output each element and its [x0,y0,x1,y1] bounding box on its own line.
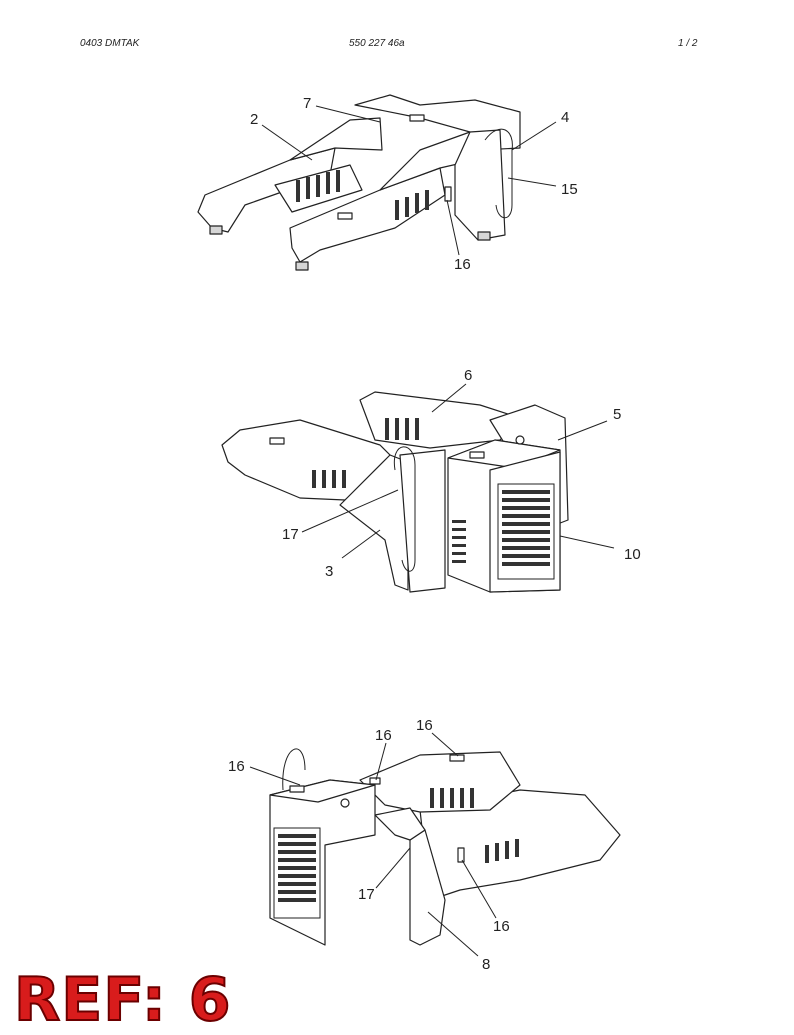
callout-5: 5 [613,406,621,423]
callout-3: 3 [325,563,333,580]
reference-label: REF: 6 [13,965,232,1035]
header-document-code: 0403 DMTAK [80,38,140,49]
view-2-assembly [221,391,569,593]
callout-10: 10 [624,546,641,563]
view-1-assembly [197,94,521,271]
callout-17: 17 [282,526,299,543]
callout-16-center: 16 [375,727,392,744]
header-part-number: 550 227 46a [349,38,405,49]
callout-17: 17 [358,886,375,903]
view-3-assembly [269,748,621,946]
callout-7: 7 [303,95,311,112]
callout-15: 15 [561,181,578,198]
callout-16-left: 16 [228,758,245,775]
callout-2: 2 [250,111,258,128]
callout-16-bottom: 16 [493,918,510,935]
header-page-number: 1 / 2 [678,38,698,49]
callout-16: 16 [454,256,471,273]
callout-8: 8 [482,956,490,973]
callout-6: 6 [464,367,472,384]
callout-16-top: 16 [416,717,433,734]
callout-4: 4 [561,109,569,126]
